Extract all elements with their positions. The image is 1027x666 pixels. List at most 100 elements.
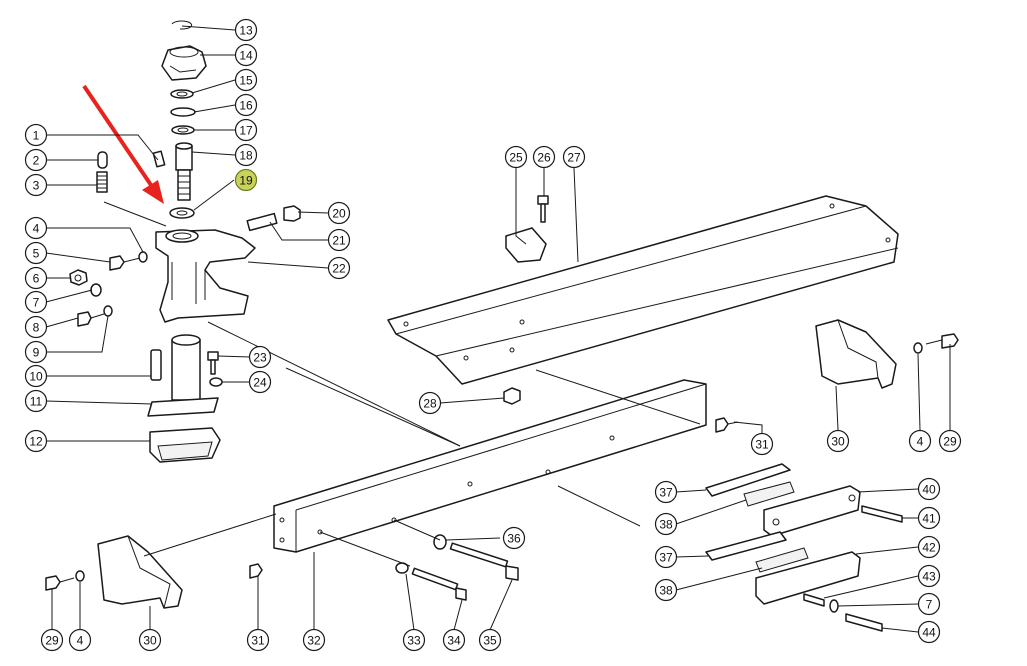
carriage-bolt-part [249, 563, 263, 579]
callout-number: 37 [659, 486, 673, 500]
callout-number: 19 [239, 174, 253, 188]
callout-circle [654, 545, 678, 569]
callout-number: 32 [307, 634, 321, 648]
callout-circle [234, 93, 258, 117]
key-part [152, 150, 166, 168]
callout-37: 37 [654, 480, 678, 504]
callout-circle [234, 168, 258, 192]
callout-circle [248, 345, 272, 369]
callout-circle [418, 391, 442, 415]
callout-circle [24, 340, 48, 364]
callout-number: 38 [659, 584, 673, 598]
angle-bracket-part [505, 227, 547, 263]
callout-circle [248, 370, 272, 394]
callout-number: 35 [483, 634, 497, 648]
callout-33: 33 [402, 628, 426, 652]
callout-number: 8 [33, 321, 40, 335]
rubber-pad-part [743, 481, 795, 507]
callout-number: 42 [922, 541, 936, 555]
callout-41: 41 [917, 506, 941, 530]
hex-bolt-part [861, 505, 903, 523]
callout-29: 29 [938, 429, 962, 453]
nut-part [69, 269, 88, 286]
callout-circle [24, 364, 48, 388]
spring-part [96, 171, 108, 193]
callout-circle [327, 228, 351, 252]
callout-31: 31 [246, 628, 270, 652]
beam-part [273, 379, 707, 553]
callout-number: 29 [943, 435, 957, 449]
bolt-part [411, 567, 459, 591]
leader-lines [45, 25, 951, 633]
callout-circle [917, 506, 941, 530]
callout-number: 30 [831, 435, 845, 449]
callout-circle [246, 628, 270, 652]
clamp-plate-part [763, 485, 861, 537]
callout-19: 19 [234, 168, 258, 192]
callout-14: 14 [234, 43, 258, 67]
right-bracket-assembly [715, 319, 959, 433]
callout-circle [654, 578, 678, 602]
callout-24: 24 [248, 370, 272, 394]
callout-number: 4 [77, 634, 84, 648]
callout-circle [24, 389, 48, 413]
callout-circle [234, 43, 258, 67]
circlip-part [171, 20, 193, 30]
callout-22: 22 [327, 256, 351, 280]
callout-circle [917, 535, 941, 559]
callout-38: 38 [654, 578, 678, 602]
callout-20: 20 [327, 201, 351, 225]
lock-nut-part [209, 377, 223, 387]
callout-13: 13 [234, 18, 258, 42]
callout-circle [502, 526, 526, 550]
hex-bolt-part [109, 255, 125, 271]
callout-circle [908, 429, 932, 453]
callout-7: 7 [24, 290, 48, 314]
cover-plate-assembly [387, 195, 899, 405]
beam-fasteners [395, 534, 519, 601]
callout-circle [68, 628, 92, 652]
callout-number: 6 [33, 272, 40, 286]
nut-part [503, 387, 521, 405]
callout-number: 34 [447, 634, 461, 648]
callout-6: 6 [24, 266, 48, 290]
callout-number: 20 [332, 207, 346, 221]
callout-number: 17 [239, 124, 253, 138]
callout-circle [24, 266, 48, 290]
callout-12: 12 [24, 429, 48, 453]
callout-number: 7 [33, 296, 40, 310]
callout-31: 31 [750, 432, 774, 456]
callout-number: 10 [29, 370, 43, 384]
callout-number: 40 [922, 483, 936, 497]
callout-number: 2 [33, 154, 40, 168]
callout-circle [750, 432, 774, 456]
clamp-strap-part [705, 531, 787, 561]
callout-number: 3 [33, 179, 40, 193]
callout-4: 4 [908, 429, 932, 453]
key-part [150, 349, 162, 381]
callout-number: 23 [253, 351, 267, 365]
callout-number: 31 [755, 438, 769, 452]
callout-number: 43 [922, 570, 936, 584]
callout-number: 5 [33, 247, 40, 261]
callout-28: 28 [418, 391, 442, 415]
callout-number: 25 [509, 151, 523, 165]
callout-circle [234, 143, 258, 167]
callout-32: 32 [302, 628, 326, 652]
callout-circle [562, 145, 586, 169]
callout-number: 28 [423, 397, 437, 411]
arrow-head [142, 180, 164, 204]
callout-number: 1 [33, 129, 40, 143]
callout-number: 36 [507, 532, 521, 546]
spacer-part [433, 534, 447, 550]
hex-bolt-part [537, 195, 549, 205]
highlighted-washer-part [169, 207, 195, 219]
callout-circle [234, 118, 258, 142]
callout-circle [24, 290, 48, 314]
callout-25: 25 [504, 145, 528, 169]
mounting-bracket-part [97, 535, 183, 609]
callout-number: 38 [659, 518, 673, 532]
callout-circle [442, 628, 466, 652]
callout-circle [654, 480, 678, 504]
